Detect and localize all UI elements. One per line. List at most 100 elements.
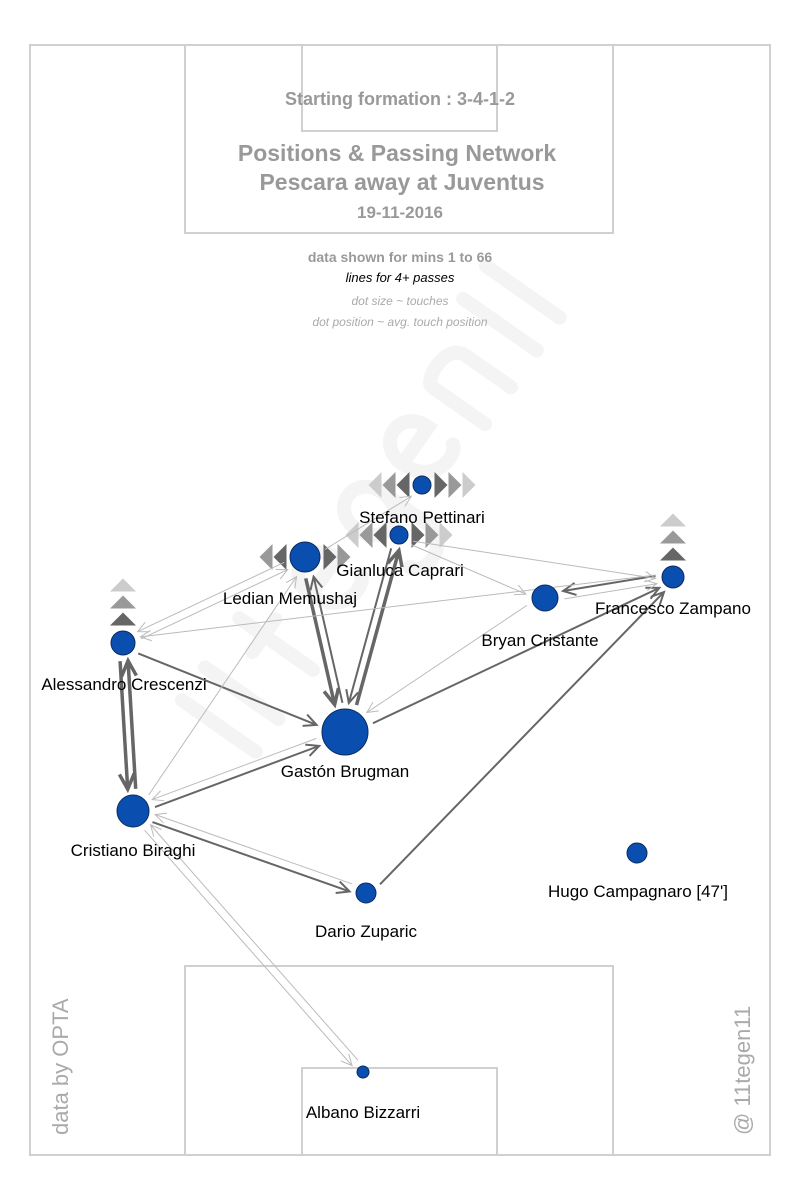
direction-triangle-right [434, 472, 448, 498]
direction-triangle-up [660, 530, 686, 544]
player-label: Gianluca Caprari [336, 561, 464, 580]
pass-arrowhead [309, 574, 324, 591]
player-brugman[interactable]: Gastón Brugman [281, 708, 410, 781]
direction-triangle-right [337, 544, 351, 570]
pass-line-brugman-zampano [372, 586, 660, 725]
player-label: Alessandro Crescenzi [41, 675, 206, 694]
player-bizzarri[interactable]: Albano Bizzarri [306, 1065, 420, 1122]
pass-line-brugman-memushaj [312, 576, 344, 704]
pass-arrowhead [302, 713, 319, 727]
header: Starting formation : 3-4-1-2 Positions &… [238, 89, 556, 265]
pass-line-biraghi-brugman [154, 744, 320, 809]
player-dot[interactable] [412, 475, 432, 495]
source-credit: data by OPTA [48, 998, 73, 1135]
pass-arrowhead [139, 629, 152, 642]
pass-arrowhead [340, 1053, 353, 1067]
player-label: Cristiano Biraghi [71, 841, 196, 860]
direction-triangle-up [110, 578, 136, 592]
pass-line-zampano-crescenzi [140, 574, 656, 638]
pass-line-memushaj-brugman [304, 577, 337, 706]
direction-triangle-up [110, 612, 136, 626]
author-credit: @ 11tegen11 [730, 1006, 755, 1135]
direction-triangle-left [345, 522, 359, 548]
player-dot[interactable] [389, 525, 409, 545]
direction-triangle-right [425, 522, 439, 548]
pass-line-brugman-caprari [354, 550, 401, 706]
player-dot[interactable] [356, 1065, 370, 1079]
pass-line-crescenzi-memushaj [140, 569, 288, 640]
player-label: Stefano Pettinari [359, 508, 485, 527]
player-dot[interactable] [289, 541, 321, 573]
player-label: Hugo Campagnaro [47'] [548, 882, 728, 901]
player-cristante[interactable]: Bryan Cristante [481, 584, 599, 650]
direction-triangle-left [368, 472, 382, 498]
pass-line-caprari-brugman [347, 548, 393, 704]
pass-arrowhead [151, 790, 165, 802]
player-label: Albano Bizzarri [306, 1103, 420, 1122]
bottom-penalty-box [184, 965, 614, 1156]
watermark-logo [175, 259, 567, 759]
player-dot[interactable] [355, 882, 377, 904]
pass-line-biraghi-zuparic [152, 821, 350, 893]
direction-triangle-right [462, 472, 476, 498]
pass-arrowhead [335, 880, 352, 895]
direction-triangle-right [439, 522, 453, 548]
player-label: Ledian Memushaj [223, 589, 357, 608]
player-campagnaro[interactable]: Hugo Campagnaro [47'] [548, 842, 728, 901]
pass-arrowhead [136, 622, 150, 633]
direction-triangle-left [382, 472, 396, 498]
pass-arrowhead [643, 571, 657, 583]
minutes-note: data shown for mins 1 to 66 [308, 249, 493, 265]
pass-line-crescenzi-biraghi [118, 661, 130, 790]
player-crescenzi[interactable]: Alessandro Crescenzi [41, 630, 207, 694]
pass-arrowhead [399, 495, 413, 507]
direction-triangle-right [323, 544, 337, 570]
player-label: Francesco Zampano [595, 599, 751, 618]
direction-triangle-up [660, 547, 686, 561]
pass-arrowhead [650, 590, 666, 606]
player-dot[interactable] [110, 630, 136, 656]
pass-line-cristante-brugman [366, 604, 528, 713]
dot-size-note: dot size ~ touches [351, 294, 448, 308]
pass-line-crescenzi-brugman [137, 652, 317, 726]
player-biraghi[interactable]: Cristiano Biraghi [71, 794, 196, 860]
chart-title: Positions & Passing Network [238, 140, 556, 166]
direction-triangle-left [359, 522, 373, 548]
pass-arrowhead [645, 579, 659, 592]
pass-arrowhead [149, 823, 162, 837]
pass-arrowhead [322, 687, 341, 709]
pass-line-biraghi-bizzarri [144, 829, 353, 1066]
player-dot[interactable] [321, 708, 369, 756]
direction-triangle-left [259, 544, 273, 570]
player-zampano[interactable]: Francesco Zampano [595, 565, 751, 618]
player-caprari[interactable]: Gianluca Caprari [336, 525, 464, 580]
player-dot[interactable] [626, 842, 648, 864]
player-pettinari[interactable]: Stefano Pettinari [359, 475, 485, 527]
pass-line-cristante-zampano [564, 583, 657, 600]
player-dot[interactable] [531, 584, 559, 612]
pass-line-zuparic-zampano [379, 591, 665, 886]
direction-triangle-up [660, 513, 686, 527]
pass-arrowhead [119, 656, 138, 678]
direction-triangle-left [396, 472, 410, 498]
player-memushaj[interactable]: Ledian Memushaj [223, 541, 357, 608]
pass-line-memushaj-crescenzi [137, 561, 285, 633]
pass-line-biraghi-memushaj [148, 576, 297, 796]
player-dot[interactable] [661, 565, 685, 589]
player-zuparic[interactable]: Dario Zuparic [315, 882, 418, 941]
pitch-lines [29, 44, 771, 1156]
pass-arrowhead [305, 743, 322, 757]
pass-line-memushaj-pettinari [324, 495, 412, 550]
match-title: Pescara away at Juventus [259, 169, 544, 195]
pass-arrowhead [365, 701, 379, 714]
pass-arrowhead [153, 812, 168, 824]
pass-line-brugman-biraghi [152, 737, 317, 801]
pass-arrowhead [117, 772, 136, 794]
player-dot[interactable] [116, 794, 150, 828]
pass-arrowhead [345, 689, 359, 706]
match-date: 19-11-2016 [357, 203, 443, 222]
direction-triangle-left [373, 522, 387, 548]
direction-triangle-left [273, 544, 287, 570]
